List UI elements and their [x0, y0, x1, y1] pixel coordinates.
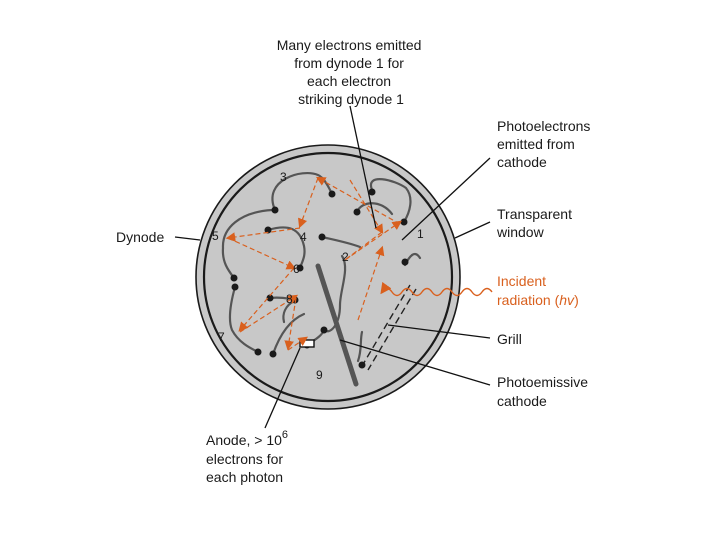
- dynode-number-1: 1: [417, 227, 424, 241]
- grill: [361, 284, 417, 371]
- transparent-window-ring: [202, 151, 454, 403]
- label-grill: Grill: [497, 331, 522, 347]
- label-transparent-window: Transparent window: [496, 206, 576, 240]
- dynode-number-8: 8: [286, 292, 293, 306]
- dynode-number-5: 5: [212, 229, 219, 243]
- dynode-number-2: 2: [342, 250, 349, 264]
- leader-lines: [174, 105, 491, 429]
- dynode-number-7: 7: [218, 330, 225, 344]
- label-dynode: Dynode: [116, 229, 164, 245]
- dynode-numbers: 1 2 3 4 5 6 7 8 9: [212, 170, 424, 382]
- cathode-bar: [315, 263, 359, 387]
- label-many-electrons: Many electrons emitted from dynode 1 for…: [277, 37, 426, 107]
- dynode-number-3: 3: [280, 170, 287, 184]
- dynode-number-4: 4: [300, 230, 307, 244]
- incident-wave: [380, 281, 493, 297]
- dynode-number-6: 6: [293, 262, 300, 276]
- label-photoemissive-cathode: Photoemissive cathode: [497, 374, 592, 409]
- label-anode: Anode, > 106 electrons for each photon: [206, 425, 292, 485]
- electron-paths: [225, 176, 402, 351]
- label-incident-radiation: Incident radiation (hv): [497, 273, 579, 308]
- dynode-number-9: 9: [316, 368, 323, 382]
- label-photoelectrons: Photoelectrons emitted from cathode: [497, 118, 594, 170]
